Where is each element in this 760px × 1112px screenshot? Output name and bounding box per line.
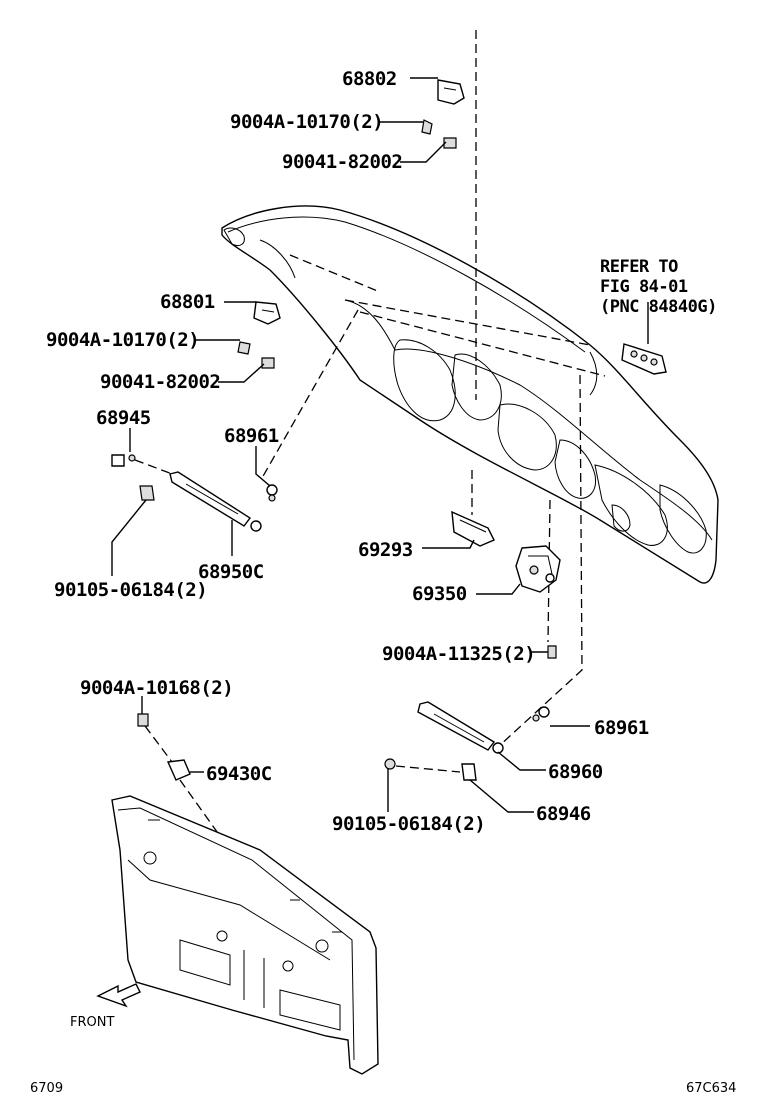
label-90105-06184-left: 90105-06184(2) — [54, 579, 207, 601]
label-68950C: 68950C — [198, 561, 264, 583]
label-refer-line2: FIG 84-01 — [600, 277, 688, 297]
label-9004A-10170-top: 9004A-10170(2) — [230, 111, 383, 133]
lock-69350 — [515, 545, 561, 659]
label-9004A-10168: 9004A-10168(2) — [80, 677, 233, 699]
label-68961-right: 68961 — [594, 717, 649, 739]
label-refer-line1: REFER TO — [600, 257, 678, 277]
label-90041-82002-top: 90041-82002 — [282, 151, 402, 173]
striker-69430C — [137, 713, 231, 851]
back-panel — [111, 795, 379, 1075]
label-69293: 69293 — [358, 539, 413, 561]
hinge-68802 — [421, 79, 465, 149]
label-9004A-10170-mid: 9004A-10170(2) — [46, 329, 199, 351]
label-refer-line3: (PNC 84840G) — [600, 297, 717, 317]
label-68945: 68945 — [96, 407, 151, 429]
label-90105-06184-right: 90105-06184(2) — [332, 813, 485, 835]
front-arrow-icon — [96, 983, 141, 1008]
label-68961-left: 68961 — [224, 425, 279, 447]
label-9004A-11325: 9004A-11325(2) — [382, 643, 535, 665]
label-front: FRONT — [70, 1015, 114, 1030]
label-69350: 69350 — [412, 583, 467, 605]
label-68946: 68946 — [536, 803, 591, 825]
footer-right-code: 67C634 — [686, 1081, 736, 1096]
label-90041-82002-mid: 90041-82002 — [100, 371, 220, 393]
label-68802: 68802 — [342, 68, 397, 90]
label-68960: 68960 — [548, 761, 603, 783]
label-69430C: 69430C — [206, 763, 272, 785]
strut-68960 — [384, 701, 550, 781]
footer-left-code: 6709 — [30, 1081, 63, 1096]
label-68801: 68801 — [160, 291, 215, 313]
switch-84840G — [621, 343, 667, 375]
hinge-68801 — [237, 301, 281, 369]
handle-69293 — [451, 510, 495, 547]
strut-68950C — [111, 454, 278, 532]
